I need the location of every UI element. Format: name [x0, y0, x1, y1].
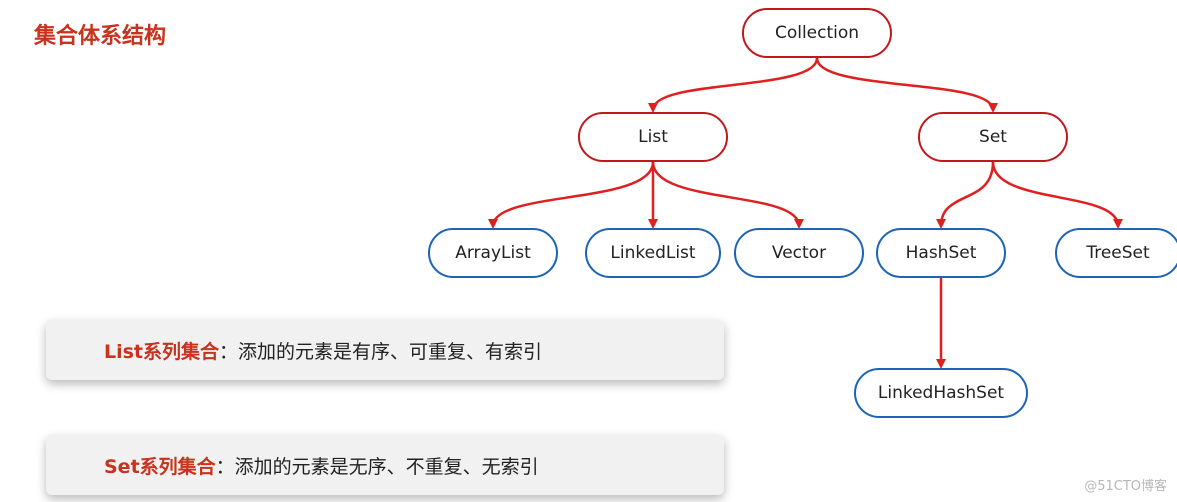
node-linkedhashset: LinkedHashSet	[854, 368, 1028, 418]
arrow-collection-to-set	[815, 57, 998, 113]
node-linkedlist: LinkedList	[585, 228, 721, 278]
arrow-collection-to-list	[648, 57, 819, 113]
list-card-description: 添加的元素是有序、可重复、有索引	[238, 340, 543, 363]
set-card-separator: ：	[215, 455, 235, 478]
set-card-description: 添加的元素是无序、不重复、无索引	[234, 455, 539, 478]
arrow-set-to-treeset	[991, 161, 1123, 229]
node-list: List	[578, 112, 728, 162]
node-set: Set	[918, 112, 1068, 162]
list-card-separator: ：	[219, 340, 239, 363]
list-card-keyword: List系列集合	[104, 340, 220, 363]
set-card-keyword: Set系列集合	[104, 455, 216, 478]
node-treeset: TreeSet	[1055, 228, 1177, 278]
list-summary-card: List系列集合 ： 添加的元素是有序、可重复、有索引	[46, 320, 724, 380]
node-vector: Vector	[734, 228, 864, 278]
arrow-list-to-arraylist	[488, 161, 655, 229]
arrow-list-to-vector	[651, 161, 804, 229]
page-title: 集合体系结构	[34, 24, 167, 49]
node-hashset: HashSet	[876, 228, 1006, 278]
node-arraylist: ArrayList	[428, 228, 558, 278]
watermark: @51CTO博客	[1084, 479, 1167, 494]
arrow-set-to-hashset	[936, 161, 995, 229]
set-summary-card: Set系列集合 ： 添加的元素是无序、不重复、无索引	[46, 435, 724, 495]
node-collection: Collection	[742, 8, 892, 58]
